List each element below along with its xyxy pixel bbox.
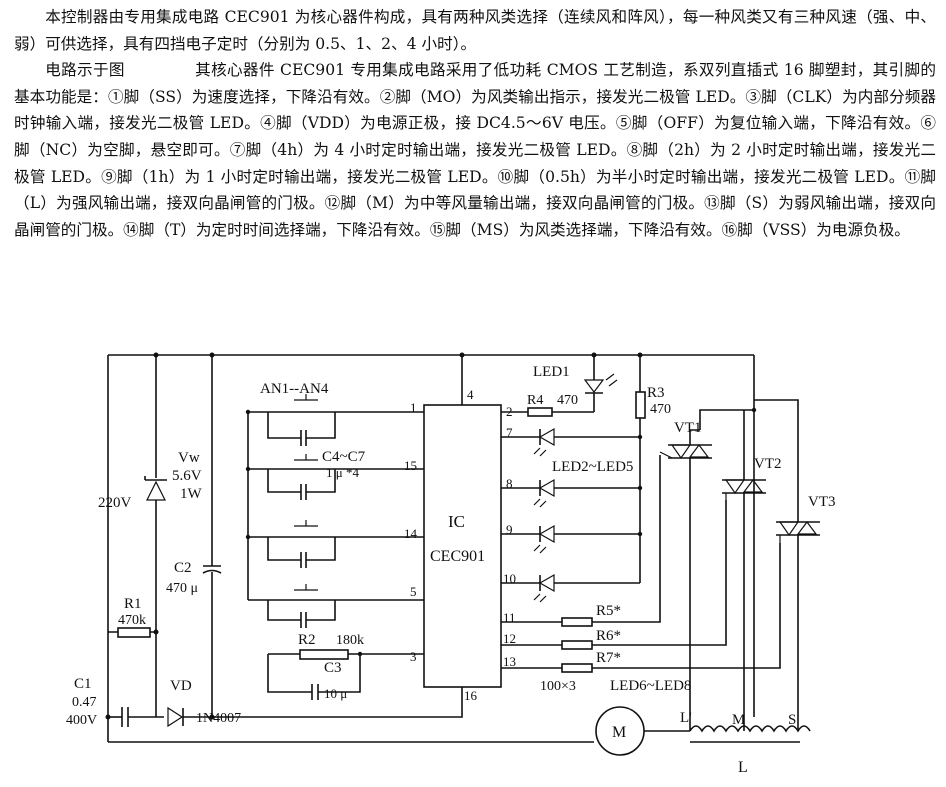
pin-16: 16 bbox=[464, 688, 478, 703]
r4-label: R4 bbox=[527, 393, 543, 408]
vt2-label: VT2 bbox=[754, 456, 782, 472]
led2-5-label: LED2~LED5 bbox=[552, 459, 633, 475]
led1-label: LED1 bbox=[533, 364, 570, 380]
led5 bbox=[501, 573, 640, 603]
gate-resistors: R5* R6* R7* 100×3 LED6~LED8 bbox=[501, 455, 781, 694]
pin-4: 4 bbox=[467, 387, 474, 402]
c3-value: 10 μ bbox=[324, 686, 347, 701]
push-button-3 bbox=[294, 520, 318, 527]
motor: M bbox=[107, 706, 690, 756]
ic-body bbox=[423, 404, 502, 688]
r1-label: R1 bbox=[124, 596, 142, 612]
tapped-coil: L' M S L bbox=[680, 710, 811, 776]
tap-m-label: M bbox=[732, 712, 745, 728]
pin-15: 15 bbox=[404, 458, 417, 473]
paragraph-pins: 电路示于图其核心器件 CEC901 专用集成电路采用了低功耗 CMOS 工艺制造… bbox=[14, 57, 936, 243]
r5-label: R5* bbox=[596, 603, 621, 619]
r2-label: R2 bbox=[298, 632, 316, 648]
pin-8: 8 bbox=[506, 476, 513, 491]
top-rail bbox=[108, 352, 755, 717]
led-section: LED1 R4 470 R3 470 bbox=[501, 364, 671, 603]
cap-c6 bbox=[267, 537, 336, 568]
ic-pin-numbers: 1 15 14 5 3 16 4 2 7 8 9 10 11 12 13 bbox=[404, 387, 516, 703]
figure-reference: 电路示于图 bbox=[45, 61, 125, 80]
c2-value: 470 μ bbox=[166, 581, 198, 596]
triac-vt2 bbox=[722, 466, 766, 717]
pin-13: 13 bbox=[503, 654, 516, 669]
r7-label: R7* bbox=[596, 650, 621, 666]
cap-c4 bbox=[267, 412, 336, 446]
push-button-4 bbox=[294, 584, 318, 591]
power-supply-section: 220V Vw 5.6V 1W R1 470k C2 470 μ C1 0.47… bbox=[66, 355, 463, 728]
zener-power: 1W bbox=[180, 486, 203, 502]
vt3-label: VT3 bbox=[808, 494, 836, 510]
pin-12: 12 bbox=[503, 631, 516, 646]
buttons-label: AN1--AN4 bbox=[260, 381, 329, 397]
vd-part: 1N4007 bbox=[196, 711, 241, 726]
vt1-label: VT1 bbox=[674, 420, 702, 436]
pin-14: 14 bbox=[404, 526, 418, 541]
r4-value: 470 bbox=[557, 393, 578, 408]
r3-value: 470 bbox=[650, 402, 671, 417]
c1-value: 0.47 bbox=[72, 695, 97, 710]
coil-label: L bbox=[738, 759, 748, 776]
r6-label: R6* bbox=[596, 628, 621, 644]
push-button-2 bbox=[294, 454, 318, 461]
pin-5: 5 bbox=[410, 584, 417, 599]
r3-label: R3 bbox=[647, 385, 665, 401]
cap-c7 bbox=[267, 600, 336, 628]
vd-label: VD bbox=[170, 678, 192, 694]
led3 bbox=[501, 478, 640, 508]
r2-value: 180k bbox=[336, 633, 364, 648]
led2 bbox=[501, 427, 640, 457]
tap-l-label: L' bbox=[680, 710, 692, 726]
pin-7: 7 bbox=[506, 425, 513, 440]
cap-c5 bbox=[267, 469, 336, 500]
mains-voltage-label: 220V bbox=[98, 495, 132, 511]
zener-voltage: 5.6V bbox=[172, 468, 202, 484]
led6-8-label: LED6~LED8 bbox=[610, 678, 691, 694]
button-ladder: AN1--AN4 bbox=[245, 381, 424, 701]
c4-c7-value: 1 μ *4 bbox=[326, 465, 359, 480]
r1-value: 470k bbox=[118, 613, 146, 628]
paragraph-intro: 本控制器由专用集成电路 CEC901 为核心器件构成，具有两种风类选择（连续风和… bbox=[14, 8, 936, 53]
push-button-1 bbox=[294, 394, 318, 401]
c4-c7-label: C4~C7 bbox=[322, 449, 366, 465]
description-text: 本控制器由专用集成电路 CEC901 为核心器件构成，具有两种风类选择（连续风和… bbox=[14, 4, 936, 243]
triac-vt1 bbox=[659, 429, 712, 717]
pin-description: 其核心器件 CEC901 专用集成电路采用了低功耗 CMOS 工艺制造，系双列直… bbox=[14, 61, 936, 239]
c2-label: C2 bbox=[174, 560, 192, 576]
c1-voltage: 400V bbox=[66, 713, 97, 728]
pin-9: 9 bbox=[506, 522, 513, 537]
zener-label: Vw bbox=[178, 450, 200, 466]
pin-3: 3 bbox=[410, 649, 417, 664]
ic-part-number: CEC901 bbox=[430, 548, 485, 565]
led4 bbox=[501, 524, 640, 554]
pin-1: 1 bbox=[410, 400, 417, 415]
ic-label: IC bbox=[448, 512, 465, 531]
c1-label: C1 bbox=[74, 676, 92, 692]
triac-vt3 bbox=[776, 508, 820, 717]
tap-s-label: S bbox=[788, 712, 796, 728]
motor-label: M bbox=[612, 724, 626, 741]
r5-r7-value: 100×3 bbox=[540, 679, 576, 694]
c3-label: C3 bbox=[324, 660, 342, 676]
